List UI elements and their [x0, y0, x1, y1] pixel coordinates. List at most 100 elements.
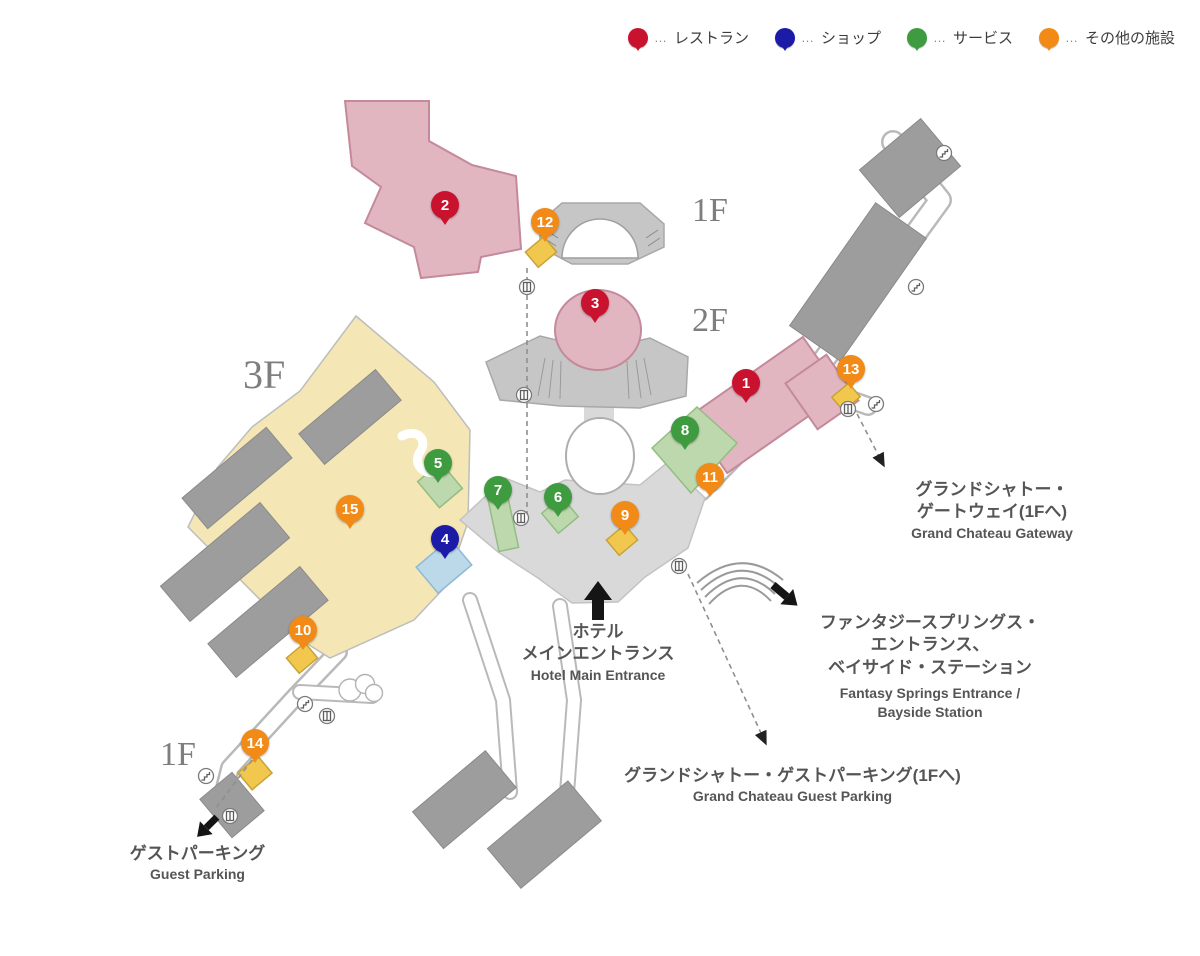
map-pin-13[interactable]: 13	[837, 355, 865, 389]
elevator-icon	[512, 509, 530, 527]
legend-label-service: サービス	[953, 30, 1014, 47]
gateway-label: グランドシャトー・ ゲートウェイ(1Fへ) Grand Chateau Gate…	[872, 479, 1112, 542]
pin-number: 1	[741, 374, 751, 392]
gold-landing	[236, 755, 274, 791]
guest-parking-route-line	[215, 759, 253, 809]
legend-item-service: … サービス	[907, 27, 1014, 51]
northeast-building	[858, 117, 962, 219]
legend-separator: …	[933, 30, 948, 45]
east-building	[788, 202, 928, 362]
legend-item-restaurant: … レストラン	[628, 27, 750, 51]
map-pin-10[interactable]: 10	[289, 616, 317, 650]
main-entrance-jp-line2: メインエントランス	[521, 644, 675, 664]
chateau-parking-en: Grand Chateau Guest Parking	[692, 788, 893, 805]
elevator-icon	[518, 278, 536, 296]
stairs-icon	[296, 695, 314, 713]
gold-landing	[524, 235, 558, 269]
corridor-bottom-center-left	[462, 592, 518, 800]
pin-number: 7	[493, 481, 503, 499]
guest-parking-en: Guest Parking	[150, 866, 245, 883]
plaza-floor	[458, 460, 706, 604]
floor-label-1f-parking: 1F	[160, 736, 196, 773]
route-lines	[215, 268, 885, 809]
guest-parking-jp: ゲストパーキング	[129, 844, 266, 863]
legend-label-restaurant: レストラン	[674, 30, 750, 47]
elevator-icon	[515, 386, 533, 404]
pin-number: 13	[842, 360, 860, 378]
gateway-jp-line1: グランドシャトー・	[915, 480, 1069, 499]
pin-number: 9	[620, 506, 630, 524]
legend-item-other: … その他の施設	[1039, 27, 1176, 51]
map-pin-14[interactable]: 14	[241, 729, 269, 763]
fantasy-springs-jp-line1: ファンタジースプリングス・	[819, 613, 1041, 632]
main-entrance-jp-line1: ホテル	[572, 622, 624, 641]
map-pin-6[interactable]: 6	[544, 483, 572, 517]
fantasy-springs-jp-line3: ベイサイド・ステーション	[828, 657, 1032, 677]
map-pin-9[interactable]: 9	[611, 501, 639, 535]
map-pin-1[interactable]: 1	[732, 369, 760, 403]
wing-slab	[207, 565, 329, 679]
corridor-bottom-center-right	[552, 598, 582, 814]
legend-separator: …	[801, 30, 816, 45]
gateway-route-line	[852, 405, 885, 468]
parking-route-line	[687, 573, 767, 746]
pin-number: 12	[536, 213, 554, 231]
pin-number: 15	[341, 500, 359, 518]
map-pin-5[interactable]: 5	[424, 449, 452, 483]
other-pin-icon	[1039, 27, 1060, 51]
gateway-jp-line2: ゲートウェイ(1Fへ)	[916, 502, 1068, 522]
gold-landings	[236, 235, 862, 791]
platform-2f	[485, 289, 689, 409]
map-pin-8[interactable]: 8	[671, 416, 699, 450]
fantasy-springs-en-line2: Bayside Station	[877, 703, 983, 720]
fantasy-springs-jp-line2: エントランス、	[870, 635, 990, 655]
gold-landing	[285, 641, 319, 675]
legend: … レストラン … ショップ … サービス … その他の施設	[628, 27, 1176, 51]
main-entrance-arrow	[584, 581, 612, 620]
map-pin-2[interactable]: 2	[431, 191, 459, 225]
stairs-icon	[907, 278, 925, 296]
map-pin-11[interactable]: 11	[696, 463, 724, 497]
garden-cloud	[338, 673, 384, 703]
restaurant-pin-icon	[628, 27, 648, 51]
guest-parking-arrow	[197, 814, 220, 837]
service-pin-icon	[907, 27, 928, 51]
wing-slab	[181, 426, 293, 530]
stairs-icon	[935, 144, 953, 162]
pin-number: 2	[440, 196, 450, 214]
floor-label-3f: 3F	[243, 352, 286, 397]
elevator-icon	[670, 557, 688, 575]
map-pin-7[interactable]: 7	[484, 476, 512, 510]
wing-slab	[159, 501, 291, 623]
map-pin-12[interactable]: 12	[531, 208, 559, 242]
chateau-parking-label: グランドシャトー・ゲストパーキング(1Fへ) Grand Chateau Gue…	[565, 765, 1020, 806]
stairs-icon	[197, 767, 215, 785]
map-pin-3[interactable]: 3	[581, 289, 609, 323]
pin-number: 6	[553, 488, 563, 506]
pin-number: 5	[433, 454, 443, 472]
fantasy-springs-arrow	[770, 582, 798, 606]
elevator-icon	[221, 807, 239, 825]
south-building	[411, 750, 517, 850]
pin-number: 4	[440, 530, 450, 548]
shop-pin-icon	[775, 27, 796, 51]
crosswalk-arcs	[696, 562, 784, 605]
wing-slab	[298, 368, 402, 466]
guest-parking-label: ゲストパーキング Guest Parking	[90, 843, 305, 884]
legend-separator: …	[654, 30, 668, 45]
legend-label-other: その他の施設	[1085, 30, 1176, 47]
chateau-parking-jp: グランドシャトー・ゲストパーキング(1Fへ)	[624, 766, 961, 785]
map-pin-15[interactable]: 15	[336, 495, 364, 529]
map-pin-4[interactable]: 4	[431, 525, 459, 559]
legend-separator: …	[1065, 30, 1080, 45]
pin-number: 8	[680, 421, 690, 439]
pin-number: 11	[702, 468, 718, 486]
restaurant-building-northwest	[343, 100, 523, 280]
elevator-icon	[839, 400, 857, 418]
entrance-canopy-1f	[539, 202, 665, 265]
shop-area	[415, 537, 473, 595]
pin-number: 14	[246, 734, 264, 752]
south-building	[486, 780, 603, 890]
legend-item-shop: … ショップ	[775, 27, 881, 51]
